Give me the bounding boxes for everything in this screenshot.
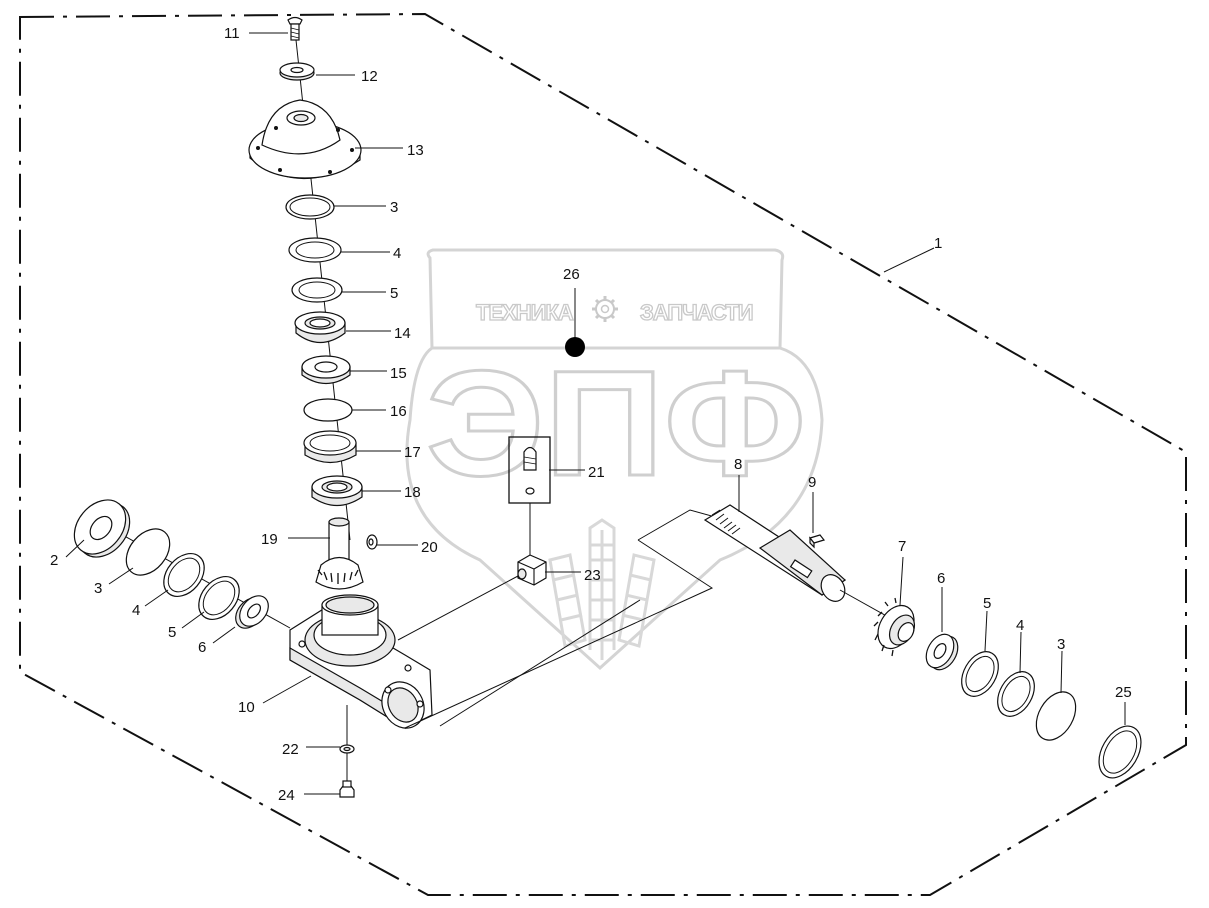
callout-4-right: 4 [1016,617,1024,634]
callout-2: 2 [50,552,58,569]
drain-plug-part [339,780,355,798]
o-ring-part [303,398,353,422]
callout-8: 8 [734,456,742,473]
seal-ring-left-part [198,576,240,620]
callout-3-top: 3 [390,199,398,216]
breather-block-part [517,554,547,586]
callout-16: 16 [390,403,407,420]
callout-14: 14 [394,325,411,342]
watermark-shield [405,248,824,671]
callout-6-right: 6 [937,570,945,587]
callout-20: 20 [421,539,438,556]
pin-part [366,534,378,550]
snap-ring-left-part [125,528,171,576]
callout-13: 13 [407,142,424,159]
callout-11: 11 [224,25,240,42]
callout-21: 21 [588,464,605,481]
bearing-left-part [235,595,269,629]
callout-1: 1 [934,235,942,252]
leader-lines [65,32,1126,795]
shim-ring-left-part [163,553,205,597]
callout-25: 25 [1115,684,1132,701]
callout-12: 12 [361,68,378,85]
callout-18: 18 [404,484,421,501]
gear-icon [592,296,618,322]
pinion-shaft-part [315,517,364,590]
shim-ring-part [288,237,342,263]
watermark-text-left: ТЕХНИКА [476,300,574,325]
block-to-housing-line [397,575,519,641]
breather-part [523,446,537,495]
assembly-axis-right [839,589,891,619]
watermark-text-right: ЗАПЧАСТИ [640,300,753,325]
snap-ring-right-part [1035,691,1077,741]
reference-point-marker [565,337,585,357]
seal-part [303,430,357,464]
callout-5-right: 5 [983,595,991,612]
callout-6-left: 6 [198,639,206,656]
washer-part [279,62,315,81]
spacer-part [301,355,351,385]
screw-part [287,16,303,41]
bearing-right-part [925,633,959,671]
watermark-logo-text: ЭПФ [426,339,806,507]
callout-15: 15 [390,365,407,382]
watermark: ТЕХНИКА ЗАПЧАСТИ ЭПФ [405,248,824,671]
callout-3-left: 3 [94,580,102,597]
callout-24: 24 [278,787,295,804]
callout-5-left: 5 [168,624,176,641]
callout-17: 17 [404,444,421,461]
bearing-part [294,311,346,344]
callout-4-top: 4 [393,245,401,262]
housing-lower-line [439,599,641,727]
snap-ring-part [285,194,335,220]
callout-10: 10 [238,699,255,716]
seal-ring-right-part [961,651,999,697]
callout-19: 19 [261,531,278,548]
assembly-boundary [19,12,1187,896]
key-part [808,534,826,549]
callout-9: 9 [808,474,816,491]
shim-ring-right-part [997,671,1035,717]
seal-ring-part [291,277,343,303]
end-ring-part [1098,725,1142,779]
callout-22: 22 [282,741,299,758]
cover-part [248,99,362,180]
callout-7: 7 [898,538,906,555]
gearbox-housing-part [289,594,433,730]
callout-3-right: 3 [1057,636,1065,653]
callout-4-left: 4 [132,602,140,619]
bearing-lower-part [311,475,363,507]
bevel-gear-part [873,597,916,657]
callout-labels: 1 2 3 3 3 4 4 4 5 5 5 6 6 7 8 9 10 11 12… [50,25,1132,804]
callout-5-top: 5 [390,285,398,302]
input-shaft-part [703,504,847,602]
callout-23: 23 [584,567,601,584]
shaft-seal-part [73,499,131,558]
drain-washer-part [339,744,355,754]
callout-26: 26 [563,266,580,283]
